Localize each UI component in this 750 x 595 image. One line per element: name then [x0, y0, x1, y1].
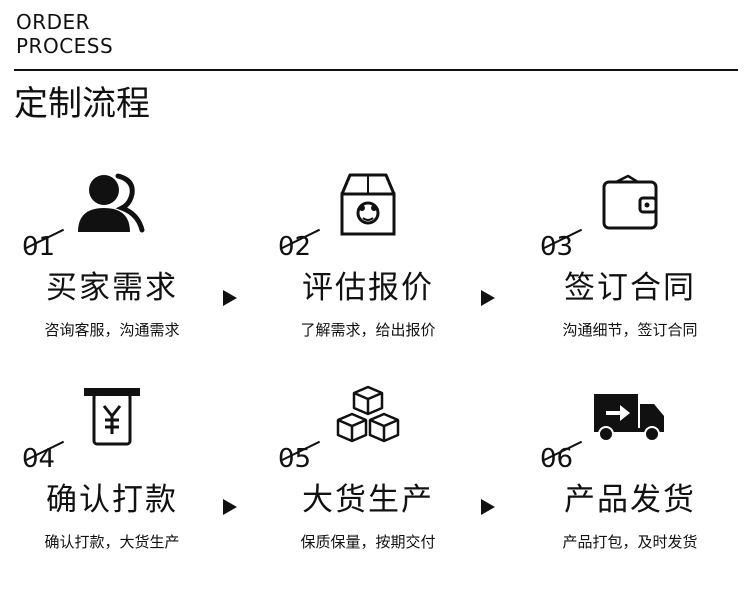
play-arrow-icon [220, 288, 240, 308]
step-05: 05 大货生产 保质保量，按期交付 [268, 384, 468, 564]
header-english-line1: ORDER [16, 10, 91, 34]
step-title: 签订合同 [564, 270, 696, 306]
step-title: 评估报价 [302, 270, 434, 306]
delivery-truck-icon [590, 384, 670, 450]
step-title: 产品发货 [564, 482, 696, 518]
step-03: 03 签订合同 沟通细节，签订合同 [530, 172, 730, 352]
play-arrow-icon [478, 497, 498, 517]
play-arrow-icon [478, 288, 498, 308]
customer-service-icon [72, 172, 152, 238]
step-description: 咨询客服，沟通需求 [44, 321, 180, 339]
step-02: 02 评估报价 了解需求，给出报价 [268, 172, 468, 352]
yuan-payment-icon [72, 384, 152, 450]
step-title: 确认打款 [46, 482, 178, 518]
header-divider [14, 69, 738, 71]
package-box-icon [328, 172, 408, 238]
wallet-icon [590, 172, 670, 238]
play-arrow-icon [220, 497, 240, 517]
boxes-stack-icon [328, 384, 408, 450]
step-04: 04 确认打款 确认打款，大货生产 [12, 384, 212, 564]
step-06: 06 产品发货 产品打包，及时发货 [530, 384, 730, 564]
step-description: 保质保量，按期交付 [300, 533, 436, 551]
step-description: 产品打包，及时发货 [562, 533, 698, 551]
step-title: 买家需求 [46, 270, 178, 306]
header-english-title: ORDER PROCESS [16, 10, 113, 58]
step-title: 大货生产 [302, 482, 434, 518]
page-title: 定制流程 [14, 84, 150, 124]
step-description: 了解需求，给出报价 [300, 321, 436, 339]
step-01: 01 买家需求 咨询客服，沟通需求 [12, 172, 212, 352]
step-description: 确认打款，大货生产 [44, 533, 180, 551]
header-english-line2: PROCESS [16, 34, 114, 58]
step-description: 沟通细节，签订合同 [562, 321, 698, 339]
